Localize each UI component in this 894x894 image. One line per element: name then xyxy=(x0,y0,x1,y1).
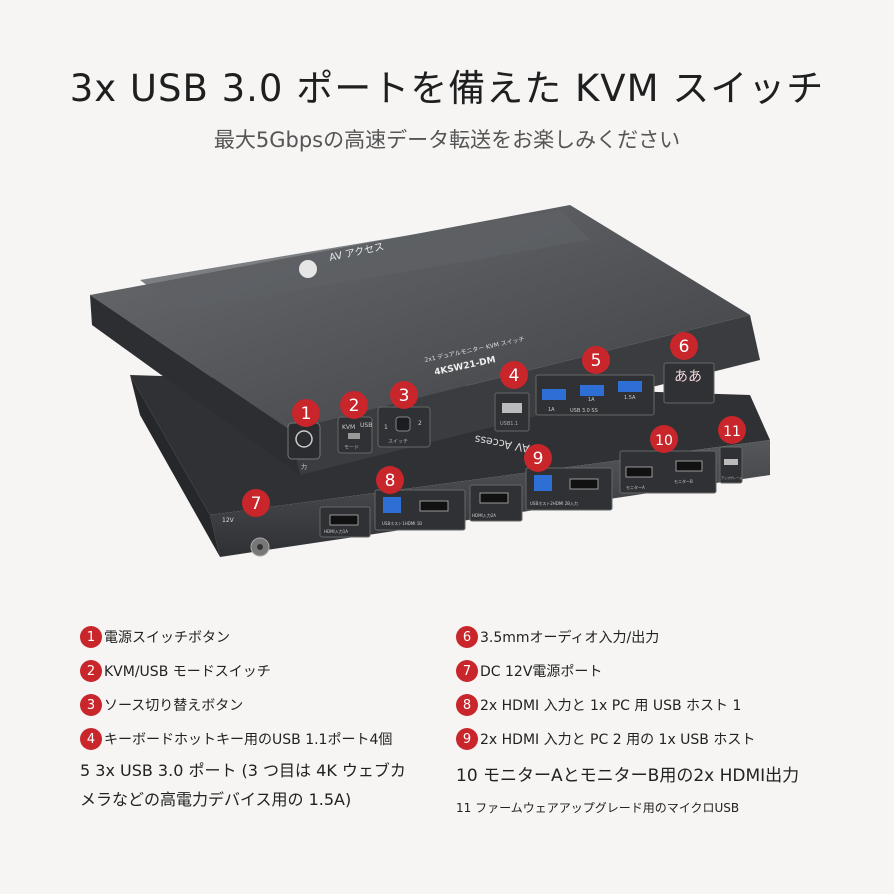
page-subtitle: 最大5Gbpsの高速データ転送をお楽しみください xyxy=(213,128,681,152)
usb-host-2-hdmi-2b[interactable]: USBホスト2HDMI 2B入力 xyxy=(525,467,613,511)
hdmi-in-1a-label: HDMI入力1A xyxy=(324,528,348,534)
callout-10: 10 xyxy=(650,425,678,453)
feature-number: 8 xyxy=(456,694,478,716)
kvm-switch-illustration: AV アクセス 2x1 デュアルモニター KVM スイッチ 4KSW21-DM … xyxy=(90,205,770,557)
feature-text: 2x HDMI 入力と 1x PC 用 USB ホスト 1 xyxy=(480,698,742,714)
monitor-b-label: モニターB xyxy=(674,478,693,484)
feature-number: 4 xyxy=(80,728,102,750)
source-2-label: 2 xyxy=(418,420,422,427)
monitor-a-label: モニターA xyxy=(626,484,645,490)
usb11-label: USB1.1 xyxy=(500,421,518,427)
brand-logo-icon xyxy=(299,260,317,278)
mode-switch[interactable]: KVM USB モード xyxy=(337,416,373,454)
feature-text: 2x HDMI 入力と PC 2 用の 1x USB ホスト xyxy=(480,732,756,748)
feature-item-micro-usb: 11 ファームウェアアップグレード用のマイクロUSB xyxy=(456,800,740,815)
svg-text:8: 8 xyxy=(385,471,396,491)
feature-text: DC 12V電源ポート xyxy=(480,664,603,680)
usb-host-2-label: USBホスト2HDMI 2B入力 xyxy=(530,500,578,506)
callout-4: 4 xyxy=(500,361,528,389)
dc-label: 12V xyxy=(222,517,235,524)
feature-text: KVM/USB モードスイッチ xyxy=(104,664,271,680)
feature-item-hdmi-out: 10 モニターAとモニターB用の2x HDMI出力 xyxy=(456,765,800,786)
feature-text: ソース切り替えボタン xyxy=(104,698,244,714)
feature-text: 電源スイッチボタン xyxy=(104,630,230,646)
source-1-label: 1 xyxy=(384,424,388,431)
page-title: 3x USB 3.0 ポートを備えた KVM スイッチ xyxy=(69,67,825,110)
callout-1: 1 xyxy=(292,399,320,427)
feature-item-usb3: 5 3x USB 3.0 ポート (3 つ目は 4K ウェブカメラなどの高電力デ… xyxy=(80,761,406,809)
kvm-label: KVM xyxy=(342,424,355,431)
usb11-port[interactable]: USB1.1 xyxy=(494,392,530,432)
feature-list-left: 1 電源スイッチボタン 2 KVM/USB モードスイッチ 3 ソース切り替えボ… xyxy=(80,620,440,814)
svg-text:7: 7 xyxy=(251,494,262,514)
feature-number: 2 xyxy=(80,660,102,682)
dc-power-port[interactable]: 12V xyxy=(222,517,270,557)
feature-item: 7 DC 12V電源ポート xyxy=(456,654,856,688)
feature-number: 6 xyxy=(456,626,478,648)
upgrade-label: アップグレード xyxy=(721,475,742,480)
svg-text:10: 10 xyxy=(655,433,673,449)
source-switch-button[interactable]: 1 2 スイッチ xyxy=(377,406,431,448)
feature-text: 3.5mmオーディオ入力/出力 xyxy=(480,630,660,646)
usb30-ports[interactable]: 1A 1A 1.5A USB 3.0 SS xyxy=(535,374,655,416)
hdmi-input-2a[interactable]: HDMI入力2A xyxy=(469,484,523,522)
port-a2-label: 1A xyxy=(588,397,595,403)
power-label: 力 xyxy=(301,463,307,471)
callout-2: 2 xyxy=(340,391,368,419)
feature-item: 4 キーボードホットキー用のUSB 1.1ポート4個 xyxy=(80,722,440,756)
audio-port[interactable]: ああ xyxy=(663,362,715,404)
svg-text:2: 2 xyxy=(349,396,360,416)
feature-item: 6 3.5mmオーディオ入力/出力 xyxy=(456,620,856,654)
hdmi-in-2a-label: HDMI入力2A xyxy=(472,512,496,518)
callout-5: 5 xyxy=(582,346,610,374)
micro-usb-upgrade-port[interactable]: アップグレード xyxy=(719,446,743,484)
feature-text: キーボードホットキー用のUSB 1.1ポート4個 xyxy=(104,732,393,748)
svg-text:9: 9 xyxy=(533,449,544,469)
feature-number: 3 xyxy=(80,694,102,716)
callout-8: 8 xyxy=(376,466,404,494)
callout-6: 6 xyxy=(670,332,698,360)
feature-item: 1 電源スイッチボタン xyxy=(80,620,440,654)
callout-11: 11 xyxy=(718,416,746,444)
hdmi-input-1a[interactable]: HDMI入力1A xyxy=(319,506,371,538)
svg-text:3: 3 xyxy=(399,386,410,406)
mode-label: モード xyxy=(344,445,359,451)
feature-number: 9 xyxy=(456,728,478,750)
feature-list-right: 6 3.5mmオーディオ入力/出力 7 DC 12V電源ポート 8 2x HDM… xyxy=(456,620,856,824)
svg-text:6: 6 xyxy=(679,337,690,357)
svg-text:1: 1 xyxy=(301,404,312,424)
feature-item: 8 2x HDMI 入力と 1x PC 用 USB ホスト 1 xyxy=(456,688,856,722)
feature-item: 2 KVM/USB モードスイッチ xyxy=(80,654,440,688)
callout-3: 3 xyxy=(390,381,418,409)
svg-text:5: 5 xyxy=(591,351,602,371)
callout-7: 7 xyxy=(242,489,270,517)
usb-host-1-hdmi-1b[interactable]: USBホスト1HDMI 1B xyxy=(374,489,466,531)
monitor-outputs[interactable]: モニターA モニターB xyxy=(619,450,717,494)
usb-host-1-label: USBホスト1HDMI 1B xyxy=(382,521,422,526)
port-a1-label: 1A xyxy=(548,407,555,413)
usb30-label: USB 3.0 SS xyxy=(570,408,598,414)
callout-9: 9 xyxy=(524,444,552,472)
feature-item: 9 2x HDMI 入力と PC 2 用の 1x USB ホスト xyxy=(456,722,856,756)
audio-label: ああ xyxy=(674,369,702,385)
feature-number: 1 xyxy=(80,626,102,648)
feature-item: 3 ソース切り替えボタン xyxy=(80,688,440,722)
port-a3-label: 1.5A xyxy=(624,395,636,401)
switch-label: スイッチ xyxy=(388,439,408,445)
svg-text:4: 4 xyxy=(509,366,520,386)
feature-number: 7 xyxy=(456,660,478,682)
svg-text:11: 11 xyxy=(723,424,741,440)
usb-label: USB xyxy=(360,422,372,429)
